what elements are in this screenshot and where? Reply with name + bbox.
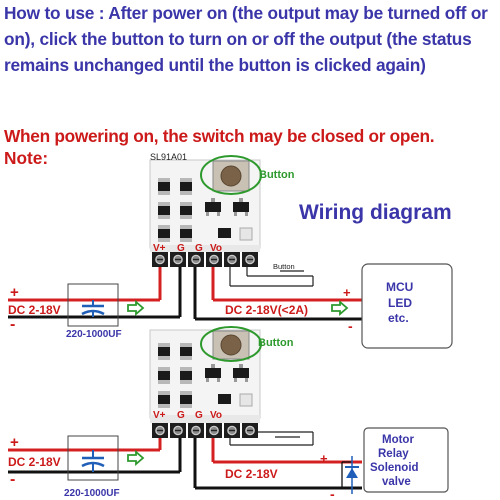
load-line-valve: valve [382,476,411,488]
load-line-motor: Motor [382,434,414,446]
pin-label-g1-bottom: G [177,410,185,421]
bottom-circuit [8,326,362,494]
button-label-top: Button [259,169,295,181]
load-line-mcu: MCU [386,280,413,294]
load-minus-top: - [348,318,353,334]
load-plus-top: + [343,285,351,300]
load-plus-bottom: + [320,451,328,466]
input-minus-bottom: - [10,471,15,488]
input-voltage-bottom: DC 2-18V [8,455,61,469]
mcu-load-box [361,263,453,349]
input-plus-bottom: + [10,434,19,451]
how-to-use-text: How to use : After power on (the output … [4,3,488,75]
pin-label-vplus-bottom: V+ [153,410,166,421]
pin-label-g1-top: G [177,243,185,254]
load-line-relay: Relay [378,448,409,460]
output-voltage-top: DC 2-18V(<2A) [225,303,308,317]
pin-label-vo-bottom: Vo [210,410,222,421]
load-minus-bottom: - [330,486,335,500]
board-model-top: SL91A01 [150,152,187,162]
button-label-bottom: Button [258,337,294,349]
load-line-led: LED [388,296,412,310]
input-minus-top: - [10,316,15,333]
note-label: Note: [4,148,49,168]
load-line-etc: etc. [388,311,409,325]
motor-load-box [363,427,449,493]
output-voltage-bottom: DC 2-18V [225,467,278,481]
pin-label-vo-top: Vo [210,243,222,254]
pin-label-g2-bottom: G [195,410,203,421]
input-plus-top: + [10,284,19,301]
pin-label-g2-top: G [195,243,203,254]
power-on-warning: When powering on, the switch may be clos… [4,126,435,146]
capacitor-label-bottom: 220-1000UF [64,488,120,499]
wiring-diagram-title: Wiring diagram [299,201,452,224]
capacitor-label-top: 220-1000UF [66,329,122,340]
load-line-solenoid: Solenoid [370,462,419,474]
top-circuit [8,155,362,327]
button-wire-label-top: Button [273,262,295,271]
input-voltage-top: DC 2-18V [8,303,61,317]
pin-label-vplus-top: V+ [153,243,166,254]
